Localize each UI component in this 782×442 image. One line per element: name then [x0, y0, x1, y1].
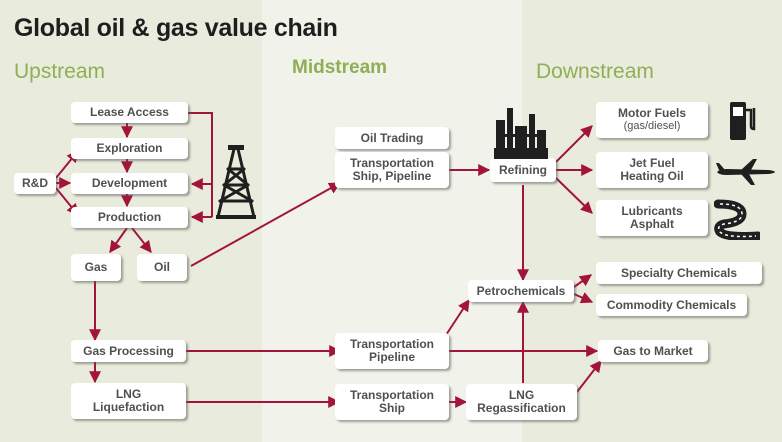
arrow-refining-to-motor-fuels	[555, 125, 593, 163]
arrow-petrochem-to-specialty	[573, 274, 592, 288]
fuel-pump-icon	[730, 102, 756, 140]
node-motor-fuels: Motor Fuels(gas/diesel)	[596, 102, 708, 138]
downstream-heading: Downstream	[536, 60, 654, 83]
arrow-petrochem-to-commodity	[573, 292, 594, 304]
arrow-production-to-gas	[109, 227, 128, 253]
diagram-title: Global oil & gas value chain	[14, 14, 338, 42]
node-oil: Oil	[137, 254, 187, 281]
refinery-icon	[494, 108, 548, 159]
node-gas-processing: Gas Processing	[71, 340, 186, 362]
node-production: Production	[71, 207, 188, 228]
node-gas-to-market: Gas to Market	[598, 340, 708, 362]
oil-derrick-icon	[216, 145, 256, 219]
node-rd: R&D	[14, 173, 56, 194]
node-commodity-chemicals: Commodity Chemicals	[596, 294, 747, 316]
node-refining: Refining	[490, 158, 556, 182]
line-lease-bracket	[188, 112, 213, 217]
node-development: Development	[71, 173, 188, 194]
node-lease-access: Lease Access	[71, 102, 188, 123]
arrow-pipeline-to-petrochemicals	[445, 298, 470, 336]
upstream-heading: Upstream	[14, 60, 106, 83]
airplane-icon	[716, 159, 775, 185]
midstream-heading: Midstream	[292, 57, 388, 78]
arrow-regas-to-market	[576, 360, 602, 393]
arrow-refining-to-lubricants	[555, 177, 593, 214]
node-specialty-chemicals: Specialty Chemicals	[596, 262, 762, 284]
arrow-oil-to-transport	[190, 182, 342, 267]
arrow-production-to-oil	[131, 227, 152, 253]
node-gas: Gas	[71, 254, 121, 281]
node-petrochemicals: Petrochemicals	[468, 280, 574, 302]
road-icon	[714, 199, 760, 240]
node-oil-trading: Oil Trading	[335, 127, 449, 149]
node-exploration: Exploration	[71, 138, 188, 159]
